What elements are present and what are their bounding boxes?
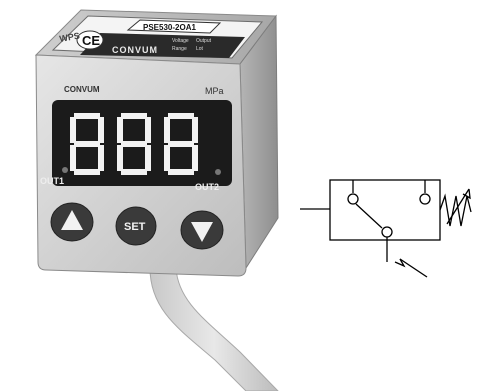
set-button-label: SET	[124, 221, 146, 233]
digit-2	[117, 113, 151, 175]
spec-line-3: Range	[172, 46, 187, 52]
out1-led	[62, 167, 68, 173]
ce-mark-text: CE	[82, 33, 100, 48]
schematic-left-contact	[347, 193, 359, 205]
out1-label: OUT1	[40, 176, 64, 186]
digit-3	[164, 113, 198, 175]
schematic-arrow-head	[394, 258, 406, 268]
spec-line-1: Voltage	[172, 38, 189, 44]
model-text: PSE530-2OA1	[143, 23, 196, 32]
unit-text: MPa	[205, 86, 224, 96]
top-brand-text: WPS	[59, 31, 81, 44]
out2-led	[215, 169, 221, 175]
schematic-right-contact	[419, 193, 431, 205]
spec-line-2: Output	[196, 38, 212, 44]
schematic-arrow-shaft	[399, 258, 428, 278]
schematic-pivot	[381, 226, 393, 238]
maker-strip-text: CONVUM	[112, 45, 158, 55]
spec-line-4: Lot	[196, 46, 204, 52]
triangle-up-icon	[61, 210, 83, 230]
model-box	[126, 19, 222, 34]
ce-mark-badge	[76, 30, 104, 50]
schematic-spring-arrow	[446, 188, 470, 225]
schematic-lever	[355, 203, 383, 229]
digit-display	[70, 113, 198, 175]
switch-schematic	[300, 179, 472, 278]
schematic-spring-arrow-head	[462, 188, 471, 200]
out2-label: OUT2	[195, 182, 219, 192]
sensor-cable	[149, 267, 279, 391]
set-button[interactable]	[115, 206, 157, 246]
digit-1	[70, 113, 104, 175]
top-label-strip	[80, 33, 245, 58]
triangle-down-icon	[191, 222, 213, 242]
front-brand-text: CONVUM	[64, 85, 100, 94]
